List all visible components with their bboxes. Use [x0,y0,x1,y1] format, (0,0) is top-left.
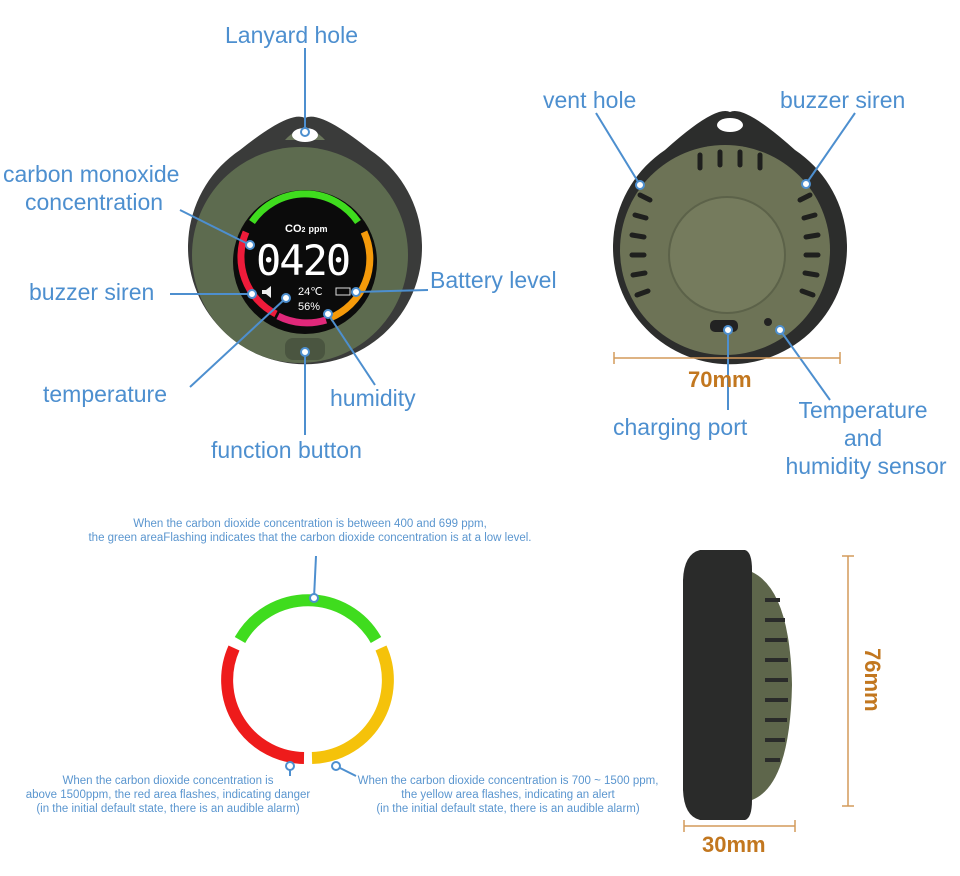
ring-callouts [285,555,357,777]
dim-width: 70mm [688,367,752,392]
note-green: When the carbon dioxide concentration is… [88,518,532,544]
label-co-line2: concentration [25,189,164,215]
note-red: When the carbon dioxide concentration is… [25,775,311,815]
label-buzzer-siren-back: buzzer siren [780,87,906,113]
label-co-line1: carbon monoxide [3,161,180,187]
dim-height: 76mm [860,648,885,712]
label-sensor-line1: Temperature [798,397,928,423]
label-temperature: temperature [43,381,168,407]
label-buzzer-siren-front: buzzer siren [29,279,155,305]
label-lanyard-hole: Lanyard hole [225,22,358,48]
ring-green-segment [234,594,382,644]
label-battery-level: Battery level [430,267,557,293]
label-vent-hole: vent hole [543,87,637,113]
front-callouts [170,48,429,435]
screen-temp: 24℃ [298,286,323,298]
screen-reading: 0420 [256,236,351,285]
label-charging-port: charging port [613,414,748,440]
back-device [613,111,848,365]
label-sensor-line2: and [843,425,883,451]
vent-slots [629,149,821,298]
ring-yellow-segment [311,645,394,764]
label-function-button: function button [211,437,362,463]
screen-humidity: 56% [298,301,321,313]
lcd-screen [233,190,377,334]
ring-red-segment [221,645,305,764]
co2-ring [221,594,394,764]
side-dimensions [683,555,854,832]
side-device [683,550,792,820]
dim-depth: 30mm [702,832,766,857]
label-sensor-line3: humidity sensor [785,453,947,479]
width-dimension [613,352,841,364]
note-yellow: When the carbon dioxide concentration is… [357,775,659,815]
back-callouts [595,112,856,410]
screen-co2-label: CO2 ppm [285,223,328,235]
label-humidity: humidity [330,385,416,411]
